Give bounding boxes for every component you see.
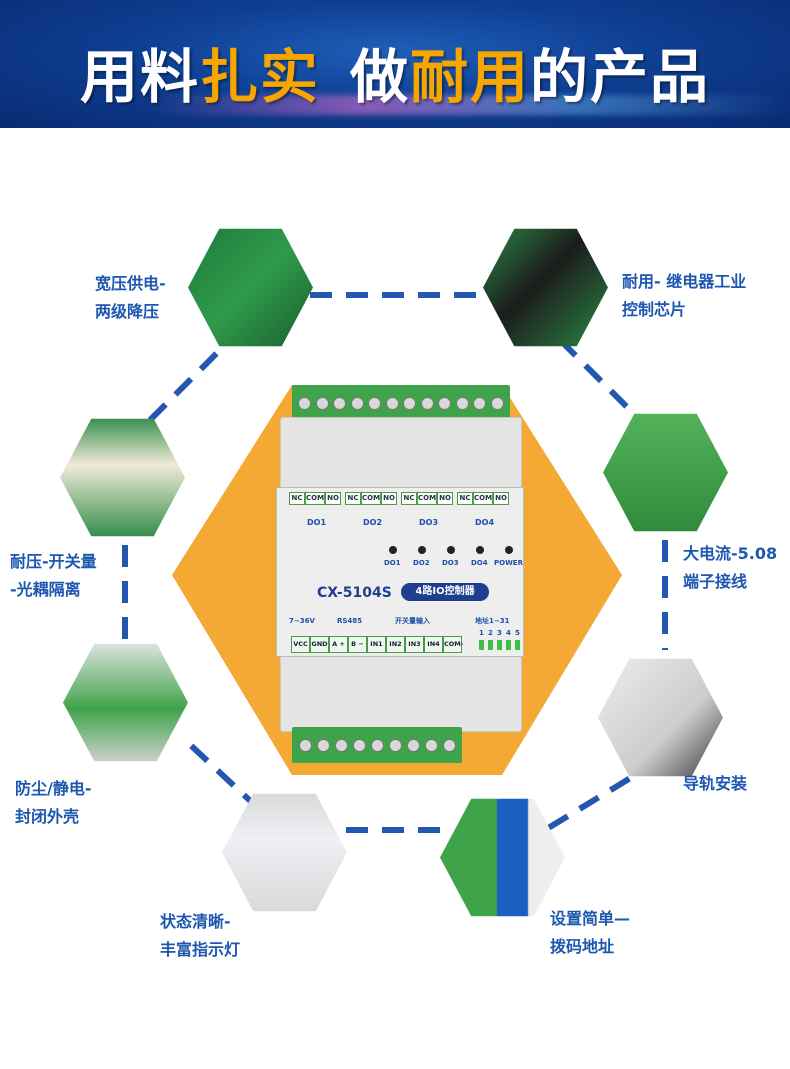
bottom-terminal-label: GND xyxy=(310,636,329,653)
dip-switch xyxy=(506,640,511,650)
indicator-led xyxy=(505,546,513,554)
group-power: 7~36V xyxy=(289,617,315,625)
feature-label: 宽压供电-两级降压 xyxy=(95,274,166,321)
relay-contact-label: NC xyxy=(289,492,305,505)
title-part: 用料 xyxy=(79,43,200,111)
relay-output-label: DO3 xyxy=(419,518,439,527)
bottom-terminal-label: B − xyxy=(348,636,367,653)
led-label: DO2 xyxy=(413,559,430,567)
title-part-highlight: 耐用 xyxy=(410,43,531,111)
bottom-terminal-label: IN1 xyxy=(367,636,386,653)
bottom-terminal-label: IN4 xyxy=(424,636,443,653)
banner-title: 用料扎实做耐用的产品 xyxy=(0,30,790,114)
relay-contact-label: COM xyxy=(361,492,381,505)
led-label: DO4 xyxy=(471,559,488,567)
led-label: POWER xyxy=(494,559,523,567)
dip-number: 5 xyxy=(515,629,520,637)
indicator-led xyxy=(447,546,455,554)
relay-contact-label: COM xyxy=(417,492,437,505)
feature-label: 耐用- 继电器工业控制芯片 xyxy=(622,272,747,319)
feature-label: 导轨安装 xyxy=(683,774,748,793)
dip-switch xyxy=(497,640,502,650)
relay-contact-label: NC xyxy=(457,492,473,505)
bottom-terminal-label: IN3 xyxy=(405,636,424,653)
dip-number: 3 xyxy=(497,629,502,637)
group-address: 地址1~31 xyxy=(475,617,510,625)
title-part: 的产品 xyxy=(530,43,711,111)
dip-number: 2 xyxy=(488,629,493,637)
indicator-led xyxy=(389,546,397,554)
banner-glow xyxy=(150,95,790,115)
feature-label: 状态清晰-丰富指示灯 xyxy=(160,912,241,959)
group-rs485: RS485 xyxy=(337,617,363,625)
title-part-highlight: 扎实 xyxy=(199,43,320,111)
indicator-led xyxy=(418,546,426,554)
led-label: DO3 xyxy=(442,559,459,567)
relay-contact-label: COM xyxy=(473,492,493,505)
dip-number: 1 xyxy=(479,629,484,637)
feature-label: 耐压-开关量-光耦隔离 xyxy=(10,552,97,599)
feature-label: 设置简单—拨码地址 xyxy=(550,909,631,956)
relay-contact-label: NO xyxy=(325,492,341,505)
bottom-terminal-label: A + xyxy=(329,636,348,653)
device-faceplate: CX-5104S 4路IO控制器 7~36V RS485 开关量输入 地址1~3… xyxy=(276,487,524,657)
model-number: CX-5104S xyxy=(317,585,392,601)
relay-output-label: DO2 xyxy=(363,518,383,527)
dip-switch xyxy=(515,640,520,650)
relay-contact-label: NO xyxy=(437,492,453,505)
dip-switch xyxy=(479,640,484,650)
group-inputs: 开关量输入 xyxy=(395,617,430,625)
relay-output-label: DO4 xyxy=(475,518,495,527)
led-label: DO1 xyxy=(384,559,401,567)
dip-number: 4 xyxy=(506,629,511,637)
indicator-led xyxy=(476,546,484,554)
top-terminal-block xyxy=(292,385,510,421)
product-name: 4路IO控制器 xyxy=(401,583,489,601)
bottom-terminal-label: VCC xyxy=(291,636,310,653)
bottom-terminal-label: COM- xyxy=(443,636,463,653)
feature-label: 防尘/静电-封闭外壳 xyxy=(15,779,92,826)
dashed-connectors xyxy=(122,292,668,833)
relay-contact-label: NC xyxy=(401,492,417,505)
relay-contact-label: NO xyxy=(493,492,509,505)
relay-contact-label: NO xyxy=(381,492,397,505)
title-part: 做 xyxy=(349,43,410,111)
io-controller-device: CX-5104S 4路IO控制器 7~36V RS485 开关量输入 地址1~3… xyxy=(270,385,532,765)
relay-output-label: DO1 xyxy=(307,518,327,527)
relay-contact-label: COM xyxy=(305,492,325,505)
bottom-terminal-label: IN2 xyxy=(386,636,405,653)
bottom-terminal-block xyxy=(292,727,462,763)
relay-contact-label: NC xyxy=(345,492,361,505)
dip-switch xyxy=(488,640,493,650)
banner: 用料扎实做耐用的产品 xyxy=(0,0,790,128)
